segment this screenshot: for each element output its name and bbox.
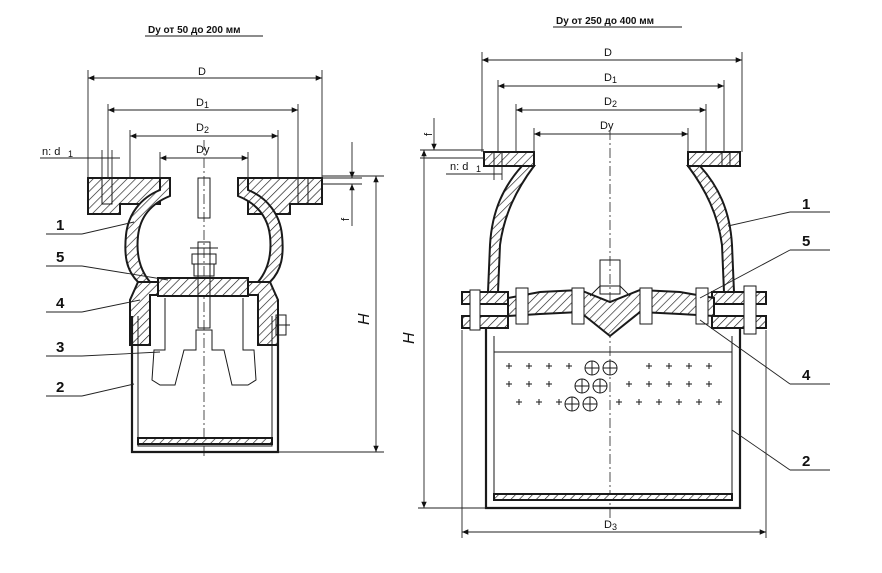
right-dim-nd-sub: 1: [476, 164, 481, 174]
right-strainer: [484, 328, 742, 510]
right-title: Dy от 250 до 400 мм: [556, 16, 654, 27]
left-title: Dy от 50 до 200 мм: [148, 25, 241, 36]
left-dim-H: H: [356, 313, 373, 325]
right-callout-5: 5: [802, 233, 810, 250]
right-flange-right: [687, 151, 741, 167]
left-dim-D1-sub: 1: [204, 100, 209, 110]
left-view: Dy от 50 до 200 мм: [40, 25, 384, 458]
right-dim-nd: n: d: [450, 161, 468, 173]
right-dim-D1-sub: 1: [612, 75, 617, 85]
right-view: Dy от 250 до 400 мм: [401, 16, 830, 538]
left-callout-2: 2: [56, 379, 64, 396]
left-dim-nd-sub: 1: [68, 149, 73, 159]
right-dim-D1: D: [604, 72, 612, 84]
right-flange-left: [483, 151, 535, 167]
left-callout-3: 3: [56, 339, 64, 356]
right-dim-H: H: [401, 332, 418, 344]
left-dim-f: f: [340, 217, 352, 221]
right-dim-Dy: Dy: [600, 120, 614, 132]
left-dim-D: D: [198, 66, 206, 78]
left-dim-D2-sub: 2: [204, 125, 209, 135]
left-callout-1: 1: [56, 217, 64, 234]
left-callout-5: 5: [56, 249, 64, 266]
right-dim-D3: D: [604, 519, 612, 531]
right-body-wall-left: [486, 165, 536, 293]
left-callout-4: 4: [56, 295, 65, 312]
right-body-wall-right: [686, 165, 736, 293]
left-disc: [157, 277, 249, 297]
right-dim-D: D: [604, 47, 612, 59]
left-dim-Dy: Dy: [196, 144, 210, 156]
right-callout-2: 2: [802, 453, 810, 470]
right-callout-1: 1: [802, 196, 810, 213]
left-dim-D1: D: [196, 97, 204, 109]
right-dim-D2-sub: 2: [612, 99, 617, 109]
left-strainer: [130, 316, 280, 454]
right-callout-4: 4: [802, 367, 811, 384]
left-dim-nd: n: d: [42, 146, 60, 158]
perforation-pattern: [506, 360, 722, 412]
right-dim-D2: D: [604, 96, 612, 108]
right-dim-f: f: [423, 132, 435, 136]
right-dim-D3-sub: 3: [612, 522, 617, 532]
left-dim-D2: D: [196, 122, 204, 134]
right-disc: [507, 288, 715, 338]
